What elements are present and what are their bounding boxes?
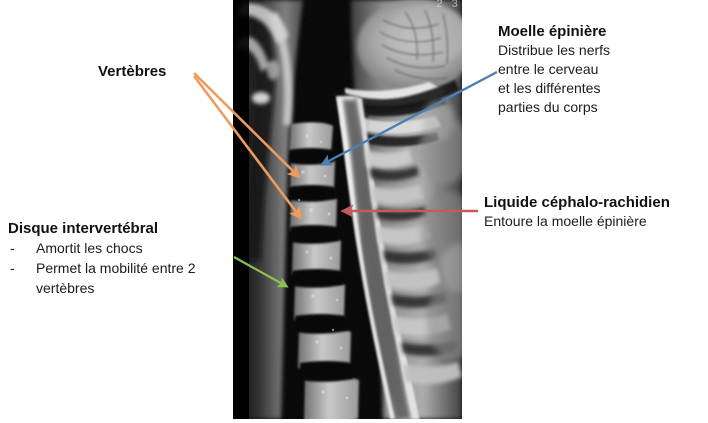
bullet-marker: - <box>10 240 15 256</box>
list-item: - Permet la mobilité entre 2 vertèbres <box>8 258 196 298</box>
annotation-line: Distribue les nerfs <box>498 42 611 58</box>
list-item-label: Permet la mobilité entre 2 <box>36 260 196 276</box>
annotation-line: parties du corps <box>498 99 598 115</box>
list-item: - Amortit les chocs <box>8 238 196 258</box>
annotation-intervertebral-disc: Disque intervertébral - Amortit les choc… <box>8 219 196 298</box>
annotation-vertebrae: Vertèbres <box>98 62 166 81</box>
annotation-spinal-cord: Moelle épinière Distribue les nerfs entr… <box>498 22 610 117</box>
scanner-overlay-text: 2 3 <box>436 0 459 11</box>
annotation-vertebrae-title: Vertèbres <box>98 63 167 80</box>
annotation-line: Entoure la moelle épinière <box>484 213 647 229</box>
annotation-spinal-cord-body: Distribue les nerfs entre le cerveau et … <box>498 41 610 117</box>
annotation-csf-title: Liquide céphalo-rachidien <box>484 194 670 211</box>
list-item-label-continued: vertèbres <box>36 280 95 296</box>
annotation-line: et les différentes <box>498 80 601 96</box>
annotation-disc-title: Disque intervertébral <box>8 220 159 237</box>
annotation-csf-body: Entoure la moelle épinière <box>484 212 670 231</box>
list-item-label: Amortit les chocs <box>36 240 143 256</box>
mri-image: 2 3 <box>233 0 462 419</box>
annotation-disc-bullets: - Amortit les chocs - Permet la mobilité… <box>8 238 196 298</box>
annotation-line: entre le cerveau <box>498 61 599 77</box>
annotation-csf: Liquide céphalo-rachidien Entoure la moe… <box>484 193 670 231</box>
mri-sagittal-cervical-spine <box>233 0 462 419</box>
annotation-spinal-cord-title: Moelle épinière <box>498 23 607 40</box>
bullet-marker: - <box>10 260 15 276</box>
